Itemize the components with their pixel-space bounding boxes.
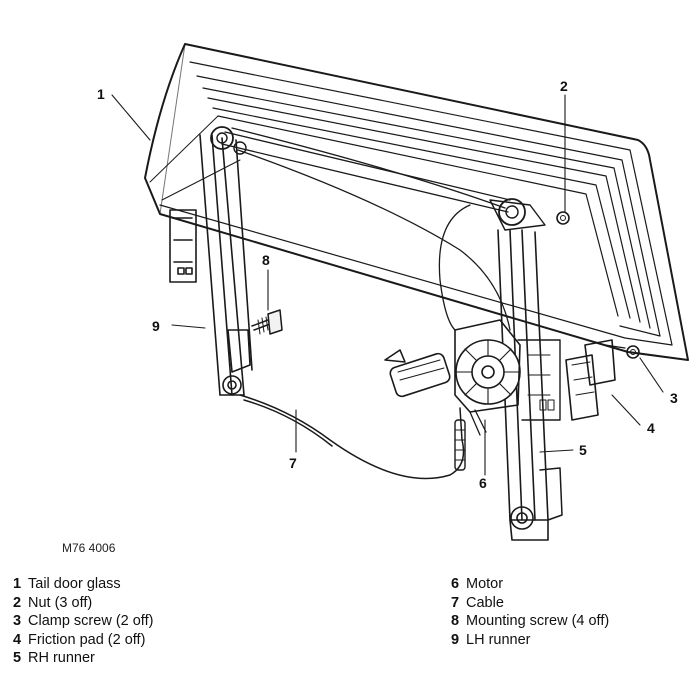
leader-lines <box>111 94 664 476</box>
legend-number: 3 <box>13 613 22 630</box>
leader-3 <box>639 357 664 393</box>
legend-item: 2 Nut (3 off) <box>13 594 153 613</box>
rh-runner <box>497 229 563 541</box>
legend-text: Mounting screw (4 off) <box>466 613 610 630</box>
legend-number: 4 <box>13 631 22 648</box>
legend-text: RH runner <box>28 650 95 667</box>
callout-3: 3 <box>670 390 678 406</box>
legend-item: 4 Friction pad (2 off) <box>13 631 153 650</box>
leader-1 <box>111 94 151 141</box>
legend-text: Motor <box>466 576 504 592</box>
legend-number: 9 <box>451 631 460 648</box>
tail-door-glass <box>144 43 689 361</box>
legend-text: Friction pad (2 off) <box>28 631 146 648</box>
lh-runner <box>169 134 253 396</box>
legend-item: 8 Mounting screw (4 off) <box>451 612 609 631</box>
top-left-pulley <box>210 126 247 155</box>
nut <box>556 211 570 225</box>
legend-number: 5 <box>13 650 22 667</box>
legend-text: Cable <box>466 594 504 611</box>
callout-4: 4 <box>647 420 655 436</box>
top-right-pulley <box>489 198 546 231</box>
legend-item: 3 Clamp screw (2 off) <box>13 612 153 631</box>
legend-text: Clamp screw (2 off) <box>28 613 154 630</box>
legend-number: 7 <box>451 594 460 611</box>
legend-left: 1 Tail door glass 2 Nut (3 off) 3 Clamp scr… <box>13 575 153 668</box>
callout-8: 8 <box>262 252 270 268</box>
legend-text: Nut (3 off) <box>28 594 93 611</box>
legend-number: 2 <box>13 594 22 611</box>
clamp-screw <box>604 344 640 359</box>
callout-6: 6 <box>479 475 487 491</box>
legend-number: 8 <box>451 613 460 630</box>
legend-item: 6 Motor <box>451 575 609 594</box>
legend-text: LH runner <box>466 631 531 648</box>
leader-9 <box>171 324 206 329</box>
motor <box>384 319 521 436</box>
legend-item: 1 Tail door glass <box>13 575 153 594</box>
legend-item: 9 LH runner <box>451 631 609 650</box>
cable <box>239 394 466 480</box>
figure-reference: M76 4006 <box>62 541 116 555</box>
legend-item: 5 RH runner <box>13 649 153 668</box>
legend-text: Tail door glass <box>28 576 121 592</box>
callout-1: 1 <box>97 86 105 102</box>
window-regulator-diagram <box>111 43 689 541</box>
callout-5: 5 <box>579 442 587 458</box>
callout-2: 2 <box>560 78 568 94</box>
legend-item: 7 Cable <box>451 594 609 613</box>
callout-9: 9 <box>152 318 160 334</box>
upper-cables <box>221 127 511 331</box>
mounting-screw <box>251 309 283 335</box>
legend-number: 1 <box>13 576 22 592</box>
friction-pad <box>565 339 616 421</box>
callout-7: 7 <box>289 455 297 471</box>
leader-4 <box>611 394 641 426</box>
leader-5 <box>539 449 574 453</box>
legend-number: 6 <box>451 576 460 592</box>
